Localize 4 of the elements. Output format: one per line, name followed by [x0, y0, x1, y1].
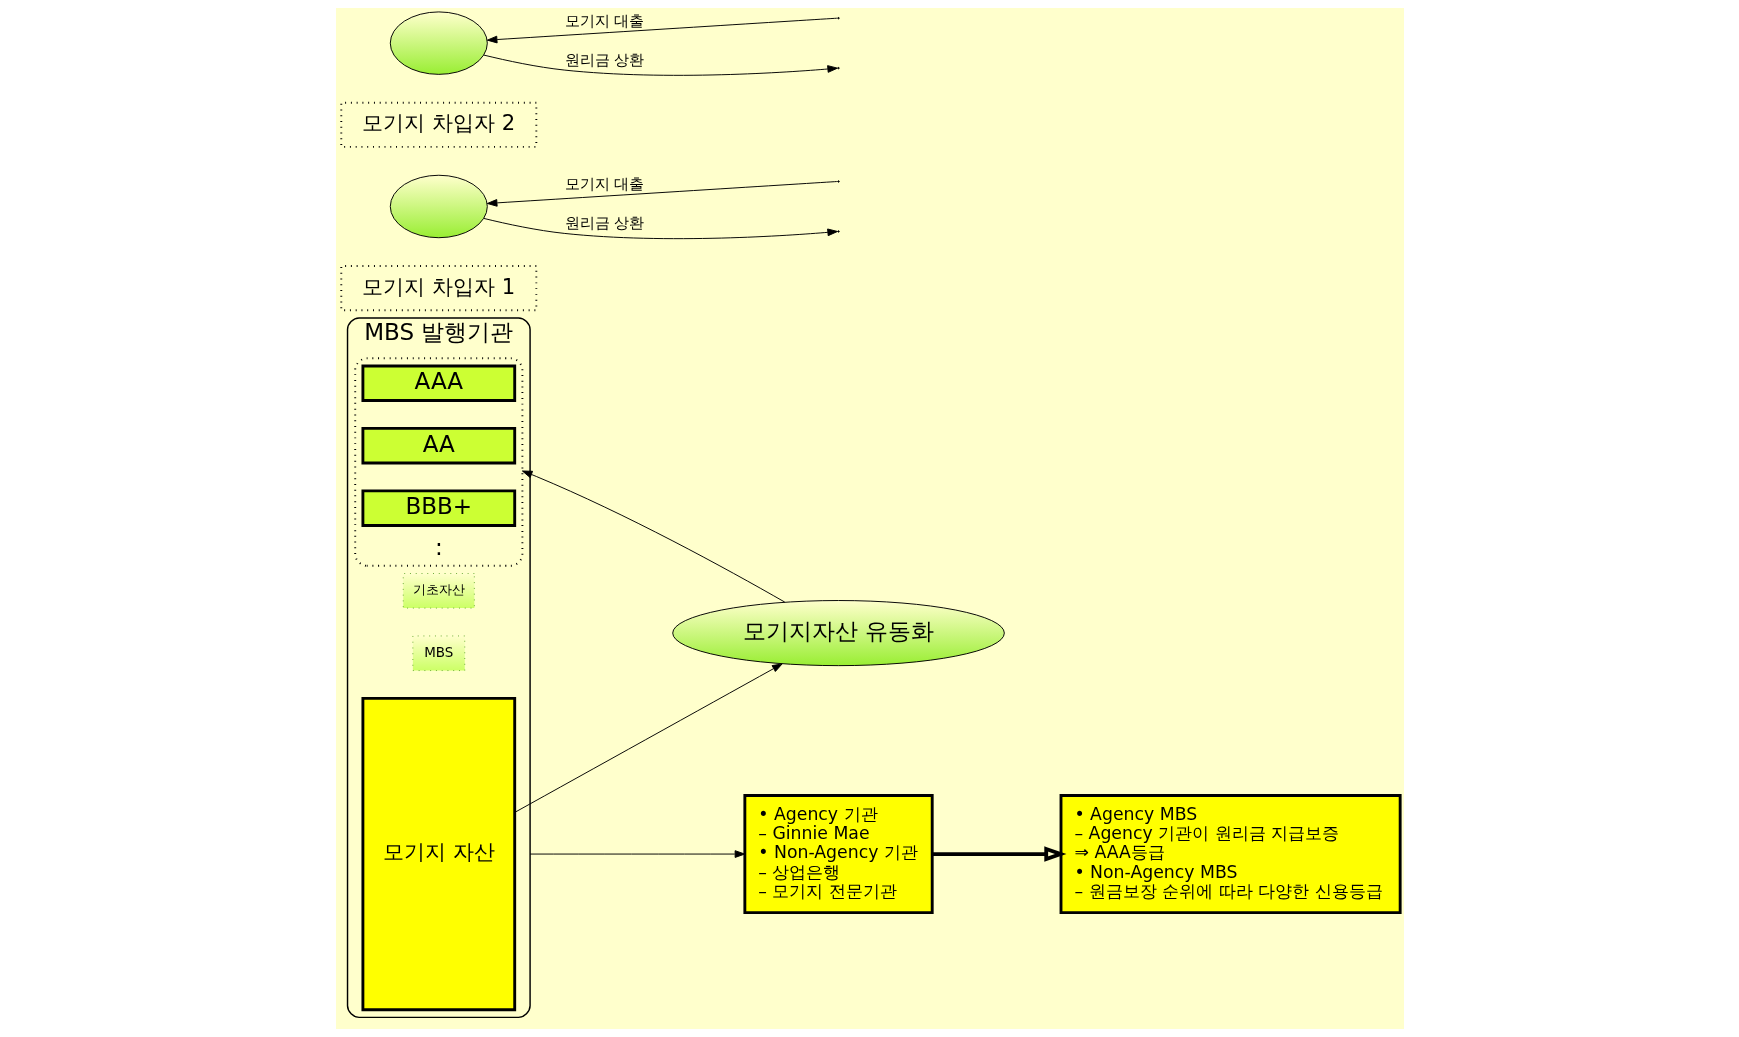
edge-label: 모기지 대출: [564, 11, 644, 30]
edge-label: 모기지 대출: [564, 174, 644, 193]
edge-label: 원리금 상환: [564, 51, 644, 70]
edge-label: 원리금 상환: [564, 214, 644, 233]
